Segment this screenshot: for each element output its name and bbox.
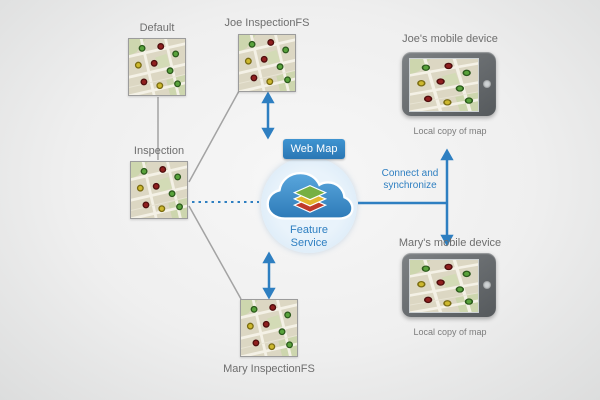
tablet-screen-map-mary: [409, 259, 479, 313]
feature-service-label: Feature Service: [290, 224, 328, 249]
device-caption-mary: Local copy of map: [413, 327, 487, 337]
map-thumbnail-inspection: [130, 161, 188, 219]
web-map-badge: Web Map: [283, 139, 345, 159]
map-thumbnail-default: [128, 38, 186, 96]
tablet-joe: [402, 52, 496, 116]
map-label-joe-inspectionfs: Joe InspectionFS: [224, 17, 310, 29]
map-label-mary-inspectionfs: Mary InspectionFS: [223, 363, 315, 375]
map-label-default: Default: [139, 22, 175, 34]
cloud-icon: [266, 171, 354, 220]
tablet-mary: [402, 253, 496, 317]
layers-icon: [292, 184, 328, 213]
device-caption-joe: Local copy of map: [413, 126, 487, 136]
device-label-joe: Joe's mobile device: [402, 33, 498, 45]
connect-synchronize-label: Connect and synchronize: [381, 168, 439, 191]
home-button-icon: [483, 80, 491, 88]
home-button-icon: [483, 281, 491, 289]
map-label-inspection: Inspection: [133, 145, 185, 157]
device-label-mary: Mary's mobile device: [398, 237, 502, 249]
map-thumbnail-joe-inspectionfs: [238, 34, 296, 92]
map-thumbnail-mary-inspectionfs: [240, 299, 298, 357]
tablet-screen-map-joe: [409, 58, 479, 112]
